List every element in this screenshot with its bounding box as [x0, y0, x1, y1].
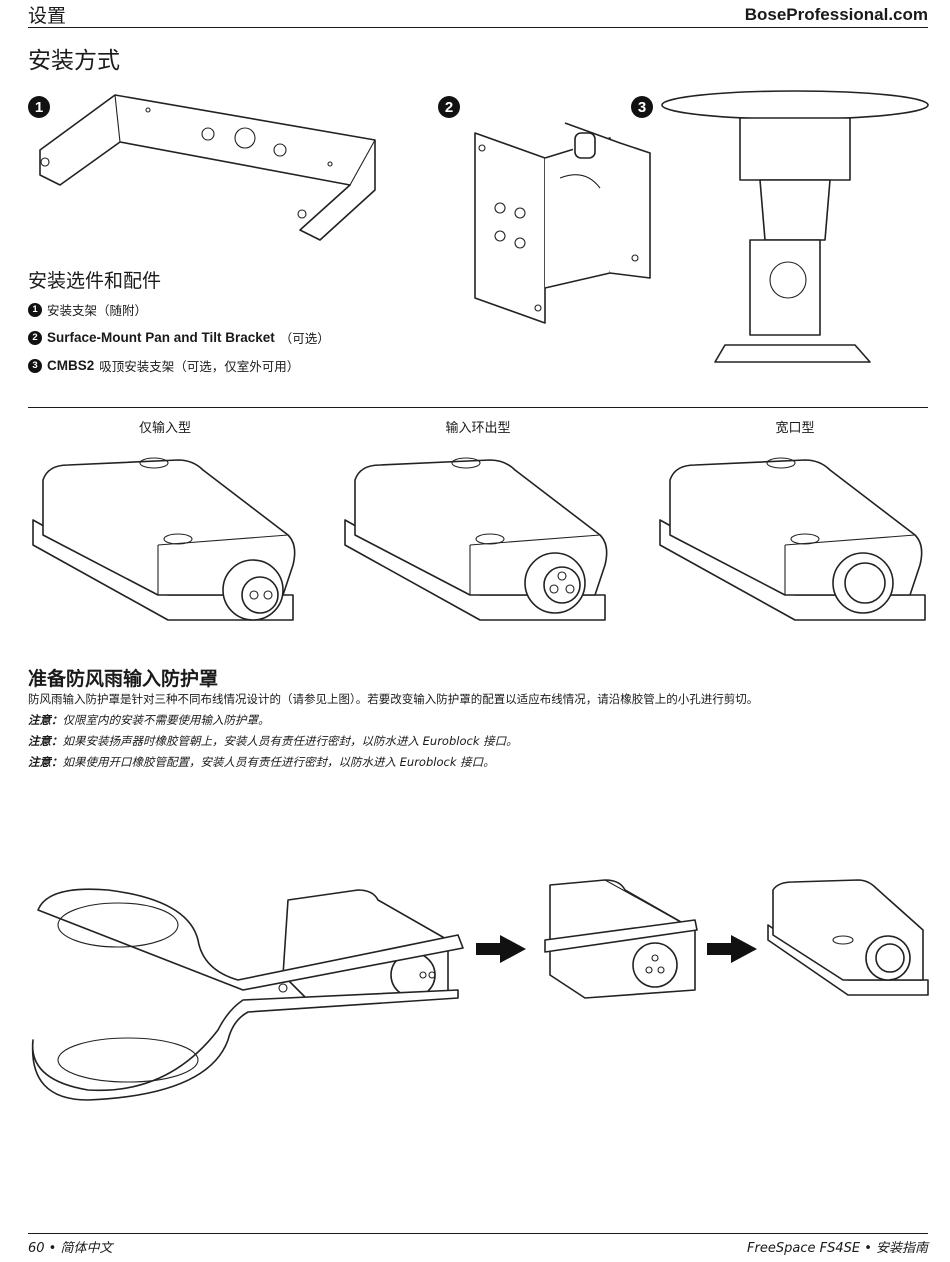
figure-badge-2: 2 [438, 96, 460, 118]
header-section-title: 设置 [28, 5, 67, 27]
figure-badge-1: 1 [28, 96, 50, 118]
ceiling-mount-illustration [661, 90, 929, 363]
option-badge: 1 [28, 302, 42, 317]
prep-body: 防风雨输入防护罩是针对三种不同布线情况设计的（请参见上图）。若要改变输入防护罩的… [28, 692, 759, 706]
input-type-label-loop-through: 输入环出型 [445, 421, 511, 436]
option-item-2: 2 Surface-Mount Pan and Tilt Bracket （可选） [28, 328, 330, 347]
scissors-cutting-illustration [31, 888, 464, 1101]
option-desc: 安装支架（随附） [47, 303, 148, 318]
option-desc: （可选） [279, 331, 330, 346]
pan-tilt-bracket-illustration [474, 122, 651, 324]
option-badge: 2 [28, 330, 42, 345]
option-desc: 吸顶安装支架（可选，仅室外可用） [99, 359, 300, 374]
arrow-right-icon [707, 935, 757, 963]
u-bracket-illustration [39, 94, 376, 241]
footer-document-title: FreeSpace FS4SE • 安装指南 [747, 1241, 928, 1256]
header-site-name: BoseProfessional.com [744, 5, 928, 24]
note-1: 注意：仅限室内的安装不需要使用输入防护罩。 [28, 712, 270, 728]
note-label: 注意： [28, 755, 63, 769]
figure-badge-3: 3 [631, 96, 653, 118]
note-label: 注意： [28, 734, 63, 748]
input-type-label-wide-opening: 宽口型 [775, 421, 815, 436]
note-text: 如果安装扬声器时橡胶管朝上，安装人员有责任进行密封，以防水进入 Eurobloc… [62, 734, 518, 748]
option-name: CMBS2 [47, 358, 95, 373]
note-text: 如果使用开口橡胶管配置，安装人员有责任进行密封，以防水进入 Euroblock … [62, 755, 495, 769]
option-name: Surface-Mount Pan and Tilt Bracket [47, 330, 275, 345]
section-divider [28, 407, 928, 408]
cut-result-illustration [767, 879, 929, 996]
note-2: 注意：如果安装扬声器时橡胶管朝上，安装人员有责任进行密封，以防水进入 Eurob… [28, 733, 518, 749]
arrow-right-icon [476, 935, 526, 963]
input-only-cover-illustration [32, 457, 296, 621]
prep-title: 准备防风雨输入防护罩 [28, 668, 219, 690]
note-3: 注意：如果使用开口橡胶管配置，安装人员有责任进行密封，以防水进入 Euroblo… [28, 754, 495, 770]
header-divider [28, 27, 928, 28]
input-type-label-input-only: 仅输入型 [138, 421, 191, 436]
options-title: 安装选件和配件 [28, 270, 162, 292]
footer-page-number: 60 • 简体中文 [28, 1241, 113, 1256]
note-label: 注意： [28, 713, 63, 727]
footer-divider [28, 1233, 928, 1234]
cut-in-progress-illustration [544, 879, 698, 999]
mounting-title: 安装方式 [28, 48, 120, 74]
option-item-3: 3 CMBS2 吸顶安装支架（可选，仅室外可用） [28, 356, 299, 375]
note-text: 仅限室内的安装不需要使用输入防护罩。 [62, 713, 270, 727]
option-item-1: 1 安装支架（随附） [28, 300, 147, 319]
wide-opening-cover-illustration [659, 457, 926, 621]
option-badge: 3 [28, 358, 42, 373]
loop-through-cover-illustration [344, 457, 608, 621]
